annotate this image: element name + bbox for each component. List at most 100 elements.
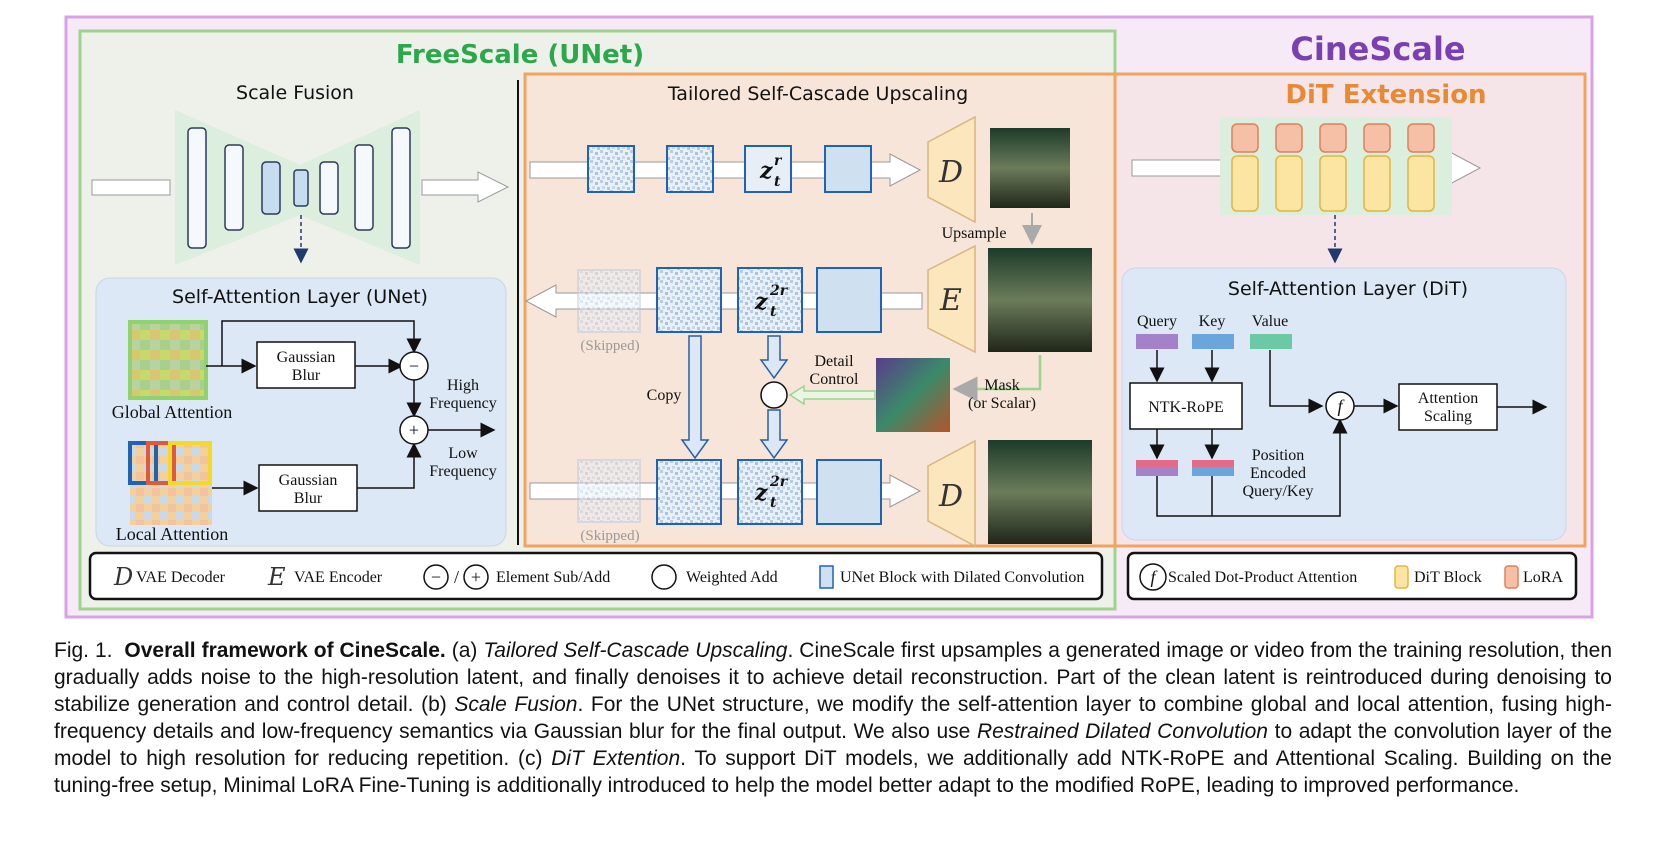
latent-zr bbox=[744, 145, 792, 193]
svg-text:t: t bbox=[770, 495, 777, 511]
svg-text:+: + bbox=[409, 420, 419, 440]
svg-text:r: r bbox=[774, 153, 783, 169]
svg-text:z: z bbox=[759, 158, 773, 184]
legend-sdpa: Scaled Dot-Product Attention bbox=[1168, 569, 1357, 586]
mask-l2: (or Scalar) bbox=[968, 395, 1036, 412]
key-encoded bbox=[1192, 460, 1234, 467]
svg-text:z: z bbox=[754, 289, 768, 315]
svg-text:+: + bbox=[471, 567, 481, 587]
image-high-res bbox=[988, 440, 1092, 544]
latent-clean-3 bbox=[816, 459, 882, 525]
image-low-res bbox=[990, 128, 1070, 208]
skipped-label-1: (Skipped) bbox=[580, 338, 639, 354]
svg-text:/: / bbox=[454, 567, 459, 587]
global-attention-map bbox=[128, 320, 208, 400]
gaussian-blur-bottom bbox=[258, 464, 358, 512]
latent-clean-1 bbox=[824, 145, 872, 193]
gaussian-bottom-l1: Gaussian bbox=[279, 472, 338, 489]
scale-fusion-title: Scale Fusion bbox=[236, 82, 354, 104]
query-encoded bbox=[1136, 460, 1178, 467]
latent-noise-4 bbox=[656, 459, 722, 525]
figure-caption: Fig. 1. Overall framework of CineScale. … bbox=[54, 637, 1612, 799]
high-frequency-l2: Frequency bbox=[429, 395, 497, 412]
svg-text:2r: 2r bbox=[769, 283, 789, 299]
freescale-title: FreeScale (UNet) bbox=[396, 40, 644, 70]
svg-text:2r: 2r bbox=[769, 474, 789, 490]
svg-text:NTK-RoPE: NTK-RoPE bbox=[1148, 399, 1224, 416]
svg-text:D: D bbox=[938, 155, 963, 190]
detail-control-l2: Control bbox=[810, 371, 859, 388]
decoder-bottom bbox=[927, 439, 976, 548]
svg-text:f: f bbox=[1337, 396, 1345, 416]
key-token bbox=[1192, 334, 1234, 349]
svg-text:−: − bbox=[431, 567, 441, 587]
legend-vae-decoder: VAE Decoder bbox=[136, 569, 226, 586]
detail-image bbox=[876, 358, 950, 432]
value-label: Value bbox=[1252, 313, 1288, 330]
detail-control-l1: Detail bbox=[814, 353, 854, 370]
ntk-rope-box bbox=[1129, 382, 1243, 430]
low-frequency-l1: Low bbox=[448, 445, 478, 462]
svg-text:f: f bbox=[1150, 567, 1158, 587]
svg-text:t: t bbox=[770, 304, 777, 320]
query-token bbox=[1136, 334, 1178, 349]
svg-text:Scaling: Scaling bbox=[1424, 408, 1472, 425]
svg-text:D: D bbox=[938, 479, 963, 514]
legend-sub-add: Element Sub/Add bbox=[496, 569, 610, 586]
latent-z2r-hat bbox=[737, 459, 803, 525]
latent-noise-3 bbox=[656, 267, 722, 333]
value-token bbox=[1250, 334, 1292, 349]
caption-c-name: DiT Extention bbox=[551, 747, 681, 770]
caption-a-name: Tailored Self-Cascade Upscaling bbox=[483, 639, 788, 662]
latent-noise-2 bbox=[666, 145, 714, 193]
framework-figure: FreeScale (UNet) CineScale DiT Extension… bbox=[64, 15, 1594, 619]
position-l3: Query/Key bbox=[1242, 483, 1313, 500]
latent-skipped-1 bbox=[577, 269, 641, 333]
attention-scaling-box bbox=[1398, 383, 1498, 431]
svg-text:−: − bbox=[409, 356, 419, 376]
position-l1: Position bbox=[1252, 447, 1304, 464]
caption-a-text: . CineScale first upsamples a generated … bbox=[54, 639, 1613, 716]
caption-b-name: Scale Fusion bbox=[454, 693, 578, 716]
latent-clean-2 bbox=[816, 267, 882, 333]
caption-title: Overall framework of CineScale. bbox=[124, 639, 446, 662]
high-frequency-l1: High bbox=[447, 377, 479, 394]
sa-dit-title: Self-Attention Layer (DiT) bbox=[1228, 278, 1468, 300]
gaussian-top-l1: Gaussian bbox=[277, 349, 336, 366]
caption-a-prefix: (a) bbox=[451, 639, 478, 662]
latent-noise-1 bbox=[587, 145, 635, 193]
caption-b-name2: Restrained Dilated Convolution bbox=[976, 720, 1268, 743]
image-upsampled bbox=[988, 248, 1092, 352]
legend-vae-encoder: VAE Encoder bbox=[294, 569, 383, 586]
upsample-label: Upsample bbox=[942, 225, 1007, 242]
latent-skipped-2 bbox=[577, 459, 641, 523]
svg-text:D: D bbox=[113, 563, 133, 591]
latent-z2r-tilde bbox=[737, 267, 803, 333]
tailored-title: Tailored Self-Cascade Upscaling bbox=[667, 83, 968, 105]
gaussian-top-l2: Blur bbox=[292, 367, 321, 384]
legend-right bbox=[1126, 551, 1578, 601]
svg-text:E: E bbox=[939, 283, 962, 318]
dit-blocks bbox=[1231, 123, 1435, 212]
query-label: Query bbox=[1137, 313, 1177, 330]
copy-label: Copy bbox=[647, 387, 682, 404]
legend-left bbox=[88, 551, 1104, 601]
position-l2: Encoded bbox=[1250, 465, 1306, 482]
cinescale-title: CineScale bbox=[1290, 30, 1465, 68]
caption-label: Fig. 1. bbox=[54, 639, 113, 662]
caption-b-text: . For the UNet structure, we modify the … bbox=[54, 693, 1613, 743]
legend-dit-block: DiT Block bbox=[1414, 569, 1482, 586]
key-label: Key bbox=[1199, 313, 1226, 330]
skipped-label-2: (Skipped) bbox=[580, 528, 639, 544]
gaussian-bottom-l2: Blur bbox=[294, 490, 323, 507]
weighted-add-node bbox=[760, 381, 788, 409]
dit-extension-title: DiT Extension bbox=[1285, 80, 1486, 110]
svg-text:t: t bbox=[774, 174, 781, 190]
decoder-top bbox=[927, 115, 976, 224]
minus-node bbox=[399, 351, 429, 381]
legend-weighted-add: Weighted Add bbox=[686, 569, 778, 586]
svg-text:Attention: Attention bbox=[1418, 390, 1478, 407]
unet-diagram bbox=[91, 110, 510, 265]
low-frequency-l2: Frequency bbox=[429, 463, 497, 480]
encoder bbox=[927, 244, 976, 354]
